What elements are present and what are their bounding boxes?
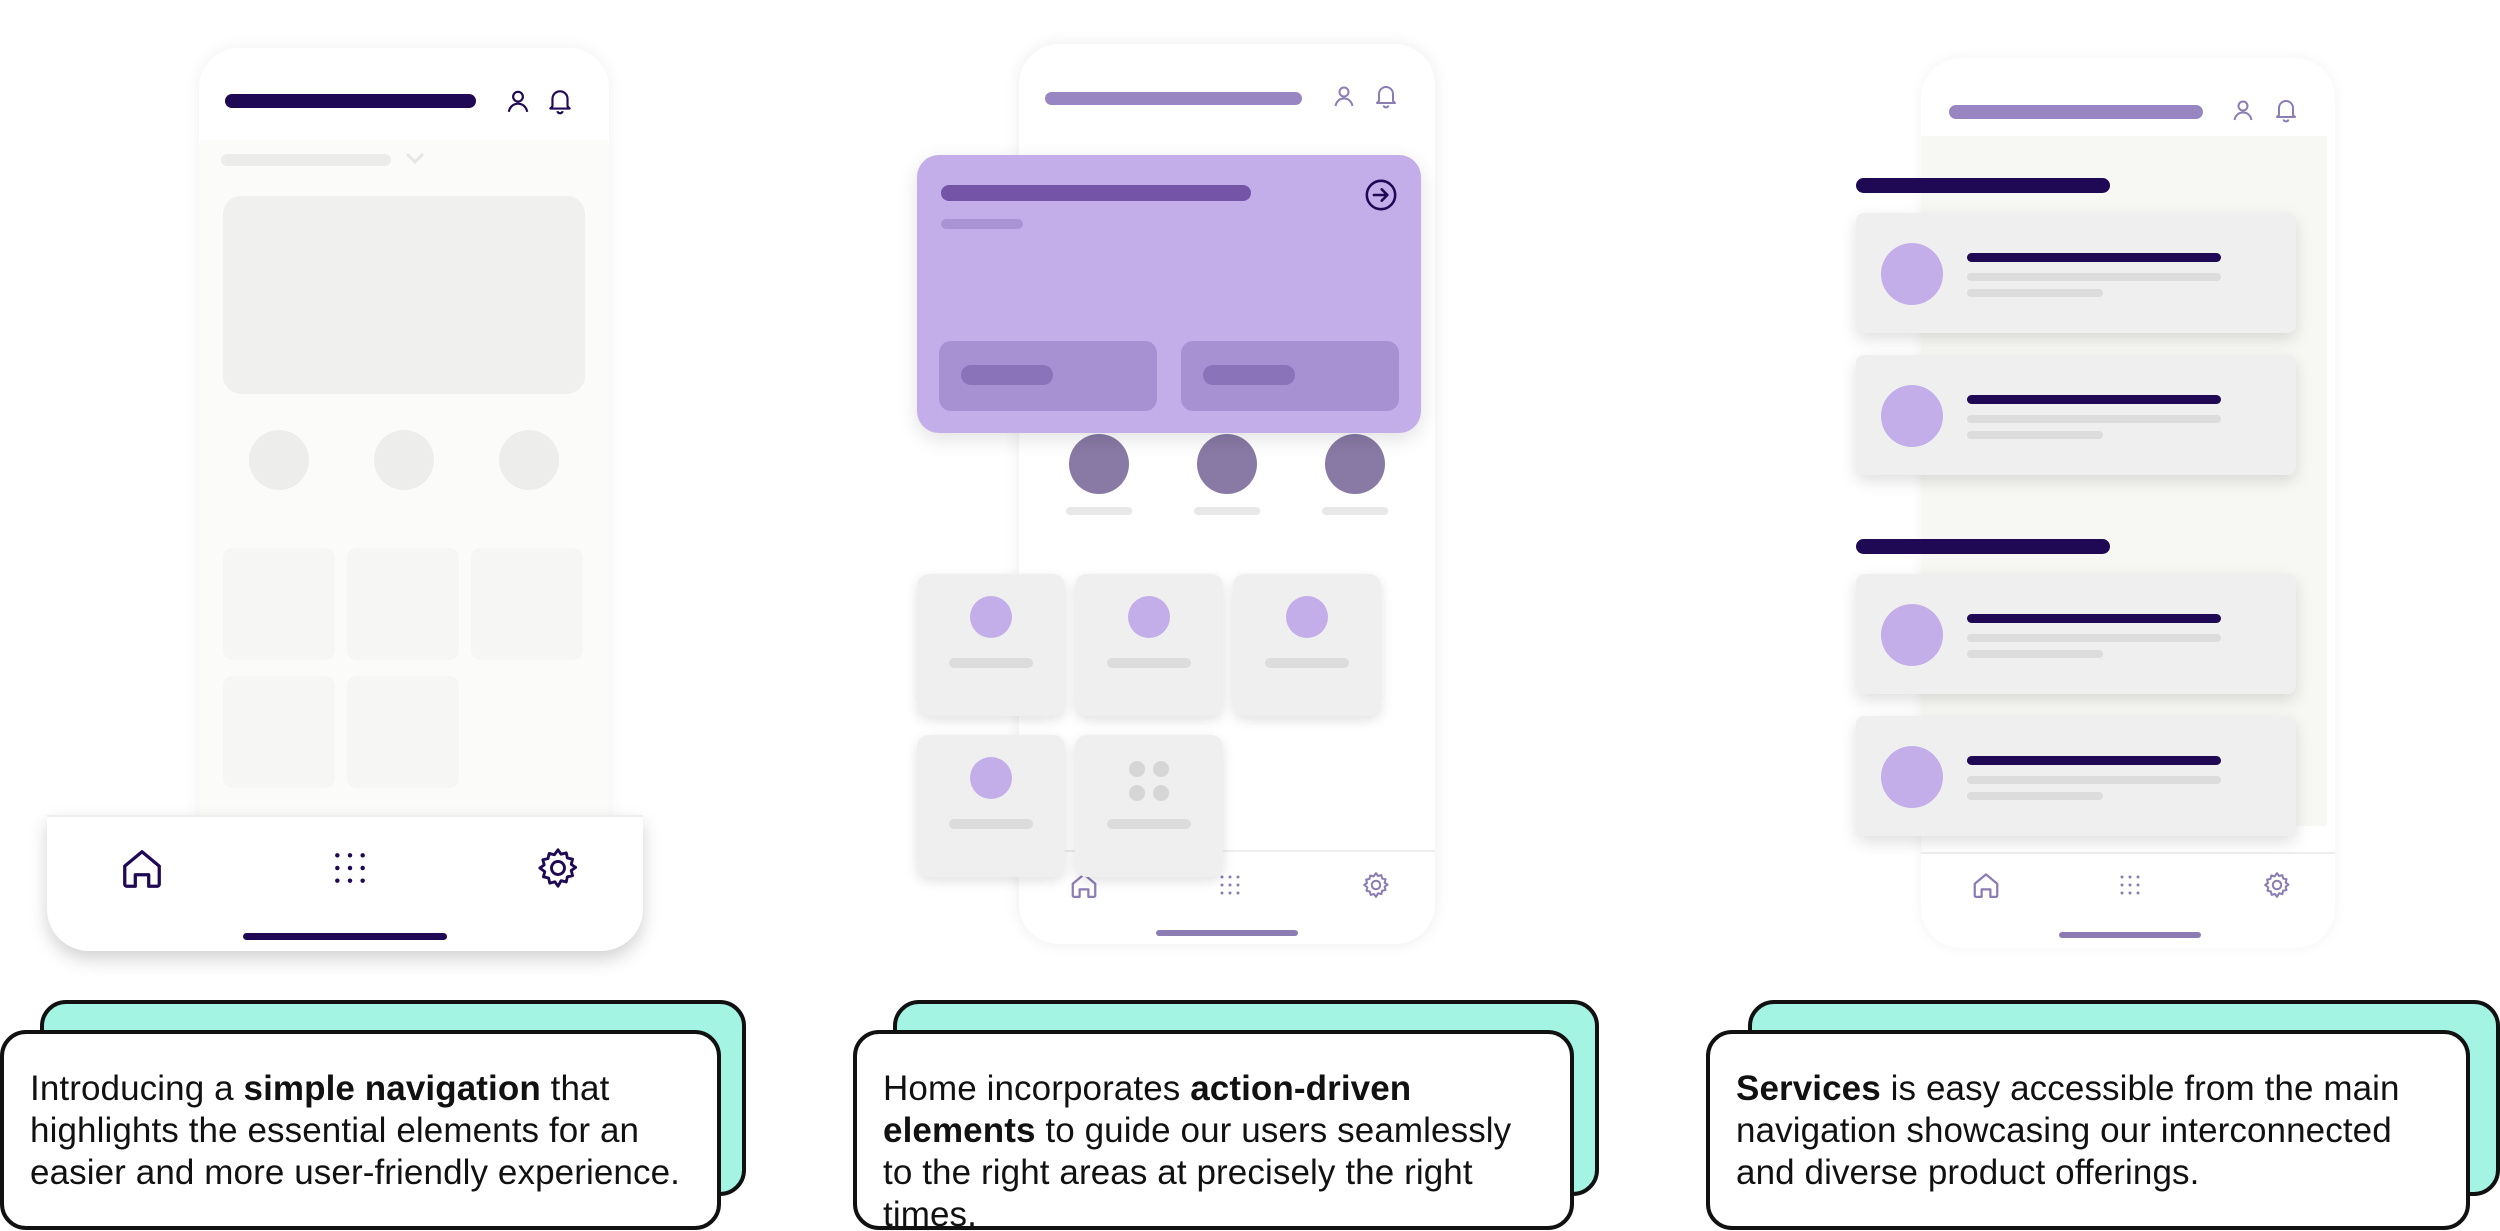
home-icon[interactable]: [1069, 870, 1099, 900]
hero-subtitle-bar: [941, 219, 1023, 229]
tile-icon-circle: [970, 596, 1012, 638]
caption-card: Services is easy accessible from the mai…: [1706, 1030, 2470, 1230]
caption-text: Introducing a: [30, 1069, 244, 1108]
shortcut-circle[interactable]: [1325, 434, 1385, 494]
bottom-navigation: [47, 815, 643, 951]
service-desc-bar: [1967, 792, 2103, 800]
chevron-down-icon: [405, 152, 425, 165]
caption-text: Home incorporates: [883, 1069, 1191, 1108]
service-list-item[interactable]: [1856, 355, 2296, 475]
service-list-item[interactable]: [1856, 574, 2296, 694]
service-title-bar: [1967, 756, 2221, 765]
user-icon[interactable]: [505, 88, 531, 114]
caption-bold: action-driven elements: [883, 1069, 1412, 1150]
apps-grid-icon[interactable]: [2118, 873, 2142, 897]
service-tile[interactable]: [1233, 574, 1381, 716]
settings-gear-icon[interactable]: [535, 845, 581, 891]
bell-icon[interactable]: [2274, 97, 2298, 123]
shortcut-circle[interactable]: [1069, 434, 1129, 494]
service-tile[interactable]: [1075, 574, 1223, 716]
service-list-item[interactable]: [1856, 716, 2296, 836]
hero-action-card[interactable]: [917, 155, 1421, 433]
apps-grid-icon[interactable]: [1218, 873, 1242, 897]
caption-card: Home incorporates action-driven elements…: [853, 1030, 1574, 1231]
caption-bold: simple navigation: [243, 1069, 541, 1108]
home-indicator: [1156, 930, 1298, 936]
service-title-bar: [1967, 614, 2221, 623]
tile-label-bar: [1265, 658, 1349, 668]
tile-label-bar: [949, 658, 1033, 668]
tile-placeholder: [471, 548, 583, 660]
caption-text: to guide our users seamlessly to the rig…: [883, 1111, 1512, 1231]
phone-mockup: [199, 48, 609, 938]
nav-divider: [1019, 850, 1435, 852]
hero-card-placeholder: [223, 196, 585, 394]
service-title-bar: [1967, 395, 2221, 404]
service-desc-bar: [1967, 634, 2221, 642]
user-icon[interactable]: [2231, 98, 2255, 122]
tile-placeholder: [223, 676, 335, 788]
more-services-tile[interactable]: [1075, 735, 1223, 877]
header-title-bar: [1949, 105, 2203, 119]
tile-label-bar: [1107, 819, 1191, 829]
service-desc-bar: [1967, 650, 2103, 658]
header-title-bar: [225, 94, 476, 108]
bell-icon[interactable]: [1374, 83, 1398, 109]
tile-label-bar: [949, 819, 1033, 829]
hero-action-button[interactable]: [1181, 341, 1399, 411]
nav-divider: [1921, 852, 2335, 854]
service-desc-bar: [1967, 273, 2221, 281]
button-label-bar: [961, 365, 1053, 385]
caption-text: is easy accessible from the main navigat…: [1736, 1069, 2400, 1192]
shortcut-circle[interactable]: [1197, 434, 1257, 494]
hero-action-button[interactable]: [939, 341, 1157, 411]
tile-icon-circle: [970, 757, 1012, 799]
shortcut-label: [1322, 507, 1388, 515]
bell-icon[interactable]: [547, 87, 573, 115]
shortcut-circle: [499, 430, 559, 490]
home-indicator: [243, 933, 447, 940]
service-tile[interactable]: [917, 574, 1065, 716]
settings-gear-icon[interactable]: [1361, 870, 1391, 900]
apps-grid-icon[interactable]: [331, 849, 369, 887]
caption-text: that highlights the essential elements f…: [30, 1069, 680, 1192]
user-icon[interactable]: [1332, 84, 1356, 108]
shortcut-label: [1194, 507, 1260, 515]
service-title-bar: [1967, 253, 2221, 262]
header-title-bar: [1045, 92, 1302, 105]
settings-gear-icon[interactable]: [2262, 870, 2292, 900]
section-title-bar: [1856, 178, 2110, 193]
shortcut-label: [1066, 507, 1132, 515]
home-indicator: [2059, 932, 2201, 938]
service-list-item[interactable]: [1856, 213, 2296, 333]
shortcut-circle: [374, 430, 434, 490]
service-desc-bar: [1967, 289, 2103, 297]
service-desc-bar: [1967, 415, 2221, 423]
service-tile[interactable]: [917, 735, 1065, 877]
caption-card: Introducing a simple navigation that hig…: [0, 1030, 721, 1230]
tile-placeholder: [223, 548, 335, 660]
hero-title-bar: [941, 185, 1251, 201]
shortcut-circle: [249, 430, 309, 490]
button-label-bar: [1203, 365, 1295, 385]
four-dots-icon: [1129, 761, 1169, 801]
tile-placeholder: [347, 676, 459, 788]
selector-placeholder: [221, 154, 391, 166]
service-avatar: [1881, 385, 1943, 447]
section-title-bar: [1856, 539, 2110, 554]
tile-label-bar: [1107, 658, 1191, 668]
service-desc-bar: [1967, 776, 2221, 784]
service-avatar: [1881, 243, 1943, 305]
tile-icon-circle: [1286, 596, 1328, 638]
service-desc-bar: [1967, 431, 2103, 439]
arrow-right-circle-icon[interactable]: [1364, 178, 1398, 212]
caption-bold: Services: [1736, 1069, 1881, 1108]
tile-icon-circle: [1128, 596, 1170, 638]
service-avatar: [1881, 604, 1943, 666]
tile-placeholder: [347, 548, 459, 660]
home-icon[interactable]: [119, 845, 165, 891]
home-icon[interactable]: [1971, 870, 2001, 900]
service-avatar: [1881, 746, 1943, 808]
